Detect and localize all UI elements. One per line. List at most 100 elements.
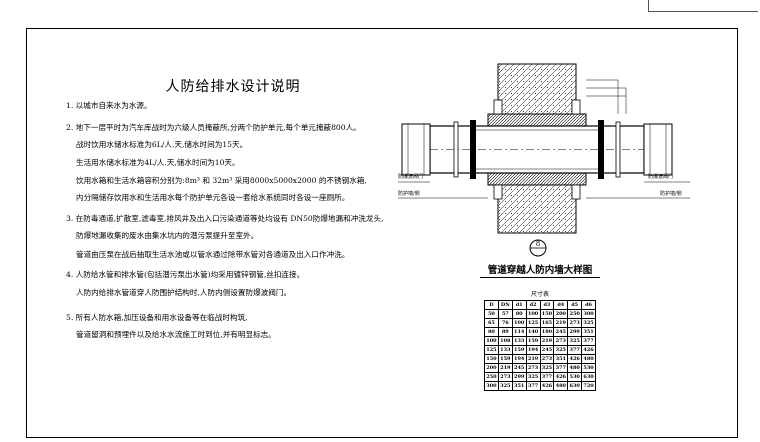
wall-section <box>497 63 577 234</box>
detail-index: 8 <box>529 239 547 257</box>
table-cell: 150 <box>484 354 499 364</box>
table-cell: 530 <box>581 363 596 373</box>
table-cell: d6 <box>581 300 596 310</box>
table-cell: 65 <box>484 318 499 328</box>
note-line-13: 管道留洞和预埋件以及给水水流施工时到位,并有明显标志。 <box>76 330 276 339</box>
table-cell: 219 <box>539 336 555 346</box>
table-cell: d1 <box>511 300 527 310</box>
table-cell: 377 <box>553 363 569 373</box>
table-cell: 159 <box>511 345 527 355</box>
table-cell: 426 <box>553 372 569 382</box>
pipe-penetration-detail: 防爆波阀门 防爆波阀门 防护墙/侧 防护墙/侧 8 <box>398 63 690 257</box>
drawing-frame <box>26 28 738 438</box>
table-cell: 273 <box>539 354 555 364</box>
table-cell: 133 <box>511 336 527 346</box>
table-cell: 299 <box>511 372 527 382</box>
right-callout: 防爆波阀门 <box>648 173 673 180</box>
table-cell: D <box>484 300 499 310</box>
table-cell: 480 <box>553 381 569 391</box>
note-line-8: 防爆地漏收集的废水由集水坑内的潜污泵提升至室外。 <box>76 231 259 240</box>
table-cell: 273 <box>567 318 583 328</box>
table-cell: 114 <box>511 327 527 337</box>
table-cell: 377 <box>567 345 583 355</box>
table-cell: 325 <box>525 372 541 382</box>
table-cell: 325 <box>497 381 513 391</box>
table-cell: 125 <box>484 345 499 355</box>
table-cell: 273 <box>553 336 569 346</box>
table-cell: 159 <box>525 336 541 346</box>
table-cell: 426 <box>581 345 596 355</box>
table-cell: 351 <box>553 354 569 364</box>
detail-title: 管道穿越人防内墙大样图 <box>487 265 593 276</box>
table-cell: 300 <box>484 381 499 391</box>
right-pipe-segment <box>643 123 673 176</box>
table-cell: 133 <box>497 345 513 355</box>
through-pipe <box>429 125 645 174</box>
leader-lines <box>398 79 690 199</box>
pipe-flanges <box>453 120 621 179</box>
title-block-tab <box>648 0 758 12</box>
table-cell: 480 <box>581 354 596 364</box>
table-cell: 325 <box>539 363 555 373</box>
note-line-10: 4. 人防给水管和排水管(包括潜污泵出水管)均采用镀锌钢管,丝扣连接。 <box>66 270 305 279</box>
table-cell: 150 <box>539 309 555 319</box>
table-cell: 108 <box>497 336 513 346</box>
table-cell: 89 <box>497 327 513 337</box>
table-cell: d3 <box>539 300 555 310</box>
table-cell: 245 <box>553 327 569 337</box>
table-cell: 351 <box>511 381 527 391</box>
note-line-11: 人防内给排水管道穿人防围护结构时,人防内侧设置防爆波阀门。 <box>76 288 292 297</box>
table-cell: 325 <box>581 318 596 328</box>
note-line-5: 饮用水箱和生活水箱容积分别为:8m³ 和 32m³ 采用8000x5000x20… <box>76 176 367 185</box>
table-cell: 159 <box>497 354 513 364</box>
table-cell: 426 <box>567 354 583 364</box>
table-cell: 480 <box>567 363 583 373</box>
table-cell: 530 <box>567 372 583 382</box>
notes-title: 人防给排水设计说明 <box>165 79 301 95</box>
table-cell: 125 <box>525 318 541 328</box>
table-cell: 250 <box>567 309 583 319</box>
table-cell: 76 <box>497 318 513 328</box>
table-cell: 245 <box>511 363 527 373</box>
note-line-3: 战时饮用水储水标准为6L/人.天,储水时间为15天。 <box>76 140 248 149</box>
table-cell: 250 <box>484 372 499 382</box>
table-cell: 720 <box>581 381 596 391</box>
table-cell: 325 <box>567 336 583 346</box>
table-cell: 180 <box>539 327 555 337</box>
table-cell: 377 <box>539 372 555 382</box>
table-cell: DN <box>497 300 513 310</box>
table-cell: 300 <box>581 309 596 319</box>
table-cell: d5 <box>567 300 583 310</box>
table-cell: 630 <box>567 381 583 391</box>
table-cell: 100 <box>511 318 527 328</box>
table-cell: 80 <box>484 327 499 337</box>
note-line-12: 5. 所有人防水箱,加压设备和用水设备等在临战时构筑, <box>66 313 248 322</box>
table-cell: 273 <box>525 363 541 373</box>
table-cell: 165 <box>539 318 555 328</box>
table-cell: d2 <box>525 300 541 310</box>
table-cell: 57 <box>497 309 513 319</box>
note-line-1: 1. 以城市自来水为水源。 <box>66 101 152 110</box>
wall-sleeve <box>487 99 587 200</box>
detail-number: 8 <box>536 240 540 248</box>
note-line-2: 2. 地下一层平时为汽车库战时为六级人员掩蔽所,分两个防护单元,每个单元掩蔽80… <box>66 123 361 132</box>
table-cell: 377 <box>581 336 596 346</box>
table-cell: 325 <box>553 345 569 355</box>
table-cell: 245 <box>539 345 555 355</box>
table-cell: d4 <box>553 300 569 310</box>
table-cell: 100 <box>484 336 499 346</box>
table-cell: 219 <box>525 354 541 364</box>
note-line-6: 内分隔储存饮用水和生活用水每个防护单元各设一套给水系统同时各设一座厕所。 <box>76 193 350 202</box>
table-cell: 273 <box>497 372 513 382</box>
table-cell: 219 <box>497 363 513 373</box>
table-cell: 219 <box>553 318 569 328</box>
